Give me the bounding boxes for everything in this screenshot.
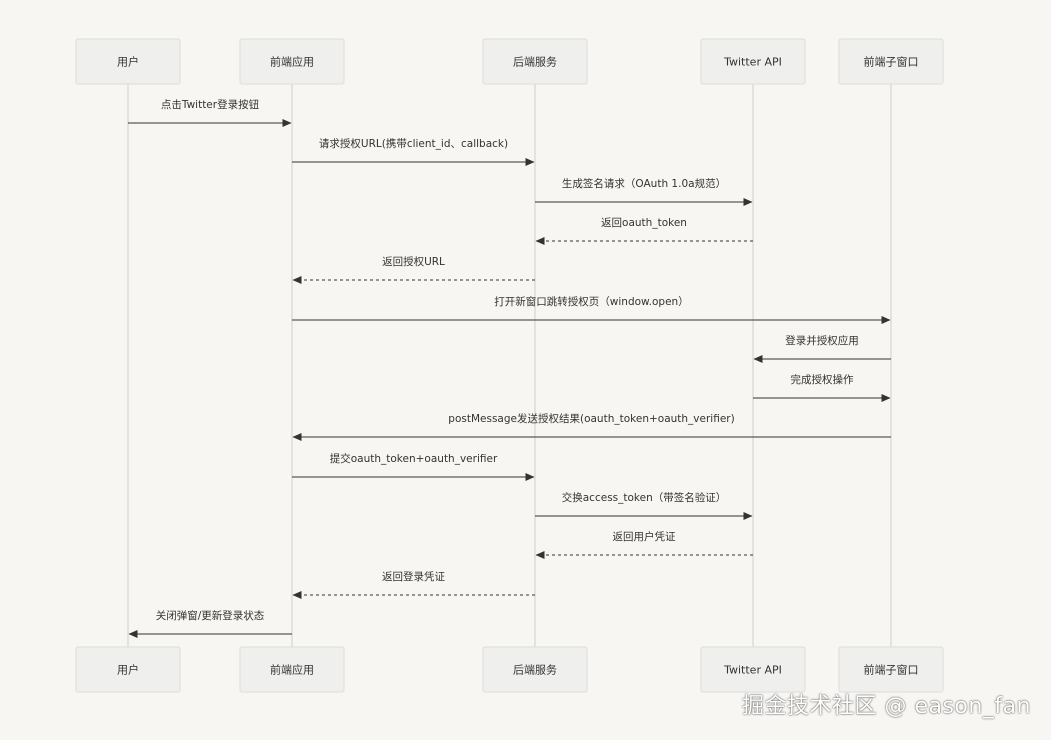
actor-frontend-top: 前端应用 [239, 38, 345, 85]
actor-label: 前端应用 [270, 55, 314, 69]
actor-box [482, 38, 588, 85]
actor-label: 前端子窗口 [864, 55, 919, 69]
actor-backend-bottom: 后端服务 [482, 646, 588, 693]
message-10: 提交oauth_token+oauth_verifier [292, 452, 535, 481]
message-12: 返回用户凭证 [535, 530, 753, 559]
message-label: 返回用户凭证 [613, 530, 676, 543]
actor-label: 后端服务 [513, 664, 557, 677]
message-label: 交换access_token（带签名验证） [562, 491, 727, 504]
actor-box [75, 646, 181, 693]
message-13: 返回登录凭证 [292, 570, 535, 599]
actor-box [838, 646, 944, 693]
actor-popup-top: 前端子窗口 [838, 38, 944, 85]
message-6: 打开新窗口跳转授权页（window.open） [292, 295, 891, 324]
message-label: postMessage发送授权结果(oauth_token+oauth_veri… [448, 412, 734, 425]
actor-backend-top: 后端服务 [482, 38, 588, 85]
actor-box [239, 38, 345, 85]
actor-label: Twitter API [723, 664, 782, 677]
actor-box [482, 646, 588, 693]
message-label: 点击Twitter登录按钮 [161, 98, 260, 111]
actor-label: Twitter API [723, 56, 782, 69]
actor-frontend-bottom: 前端应用 [239, 646, 345, 693]
message-label: 提交oauth_token+oauth_verifier [330, 452, 498, 465]
messages: 点击Twitter登录按钮请求授权URL(携带client_id、callbac… [128, 98, 891, 638]
message-11: 交换access_token（带签名验证） [535, 491, 753, 520]
actor-user-top: 用户 [75, 38, 181, 85]
message-8: 完成授权操作 [753, 373, 891, 402]
actor-label: 前端子窗口 [864, 663, 919, 677]
message-label: 返回oauth_token [601, 217, 687, 229]
message-1: 点击Twitter登录按钮 [128, 98, 292, 127]
watermark-text: 掘金技术社区 @ eason_fan [741, 694, 1031, 719]
message-4: 返回oauth_token [535, 217, 753, 245]
actor-label: 用户 [117, 663, 139, 677]
message-9: postMessage发送授权结果(oauth_token+oauth_veri… [292, 412, 891, 441]
message-2: 请求授权URL(携带client_id、callback) [292, 137, 535, 166]
message-label: 返回授权URL [382, 255, 445, 268]
actor-label: 用户 [117, 55, 139, 69]
message-label: 登录并授权应用 [785, 334, 859, 347]
message-label: 返回登录凭证 [382, 570, 445, 583]
actor-twitter-top: Twitter API [700, 38, 806, 85]
message-label: 关闭弹窗/更新登录状态 [156, 609, 265, 622]
message-3: 生成签名请求（OAuth 1.0a规范） [535, 177, 753, 206]
actor-twitter-bottom: Twitter API [700, 646, 806, 693]
actor-box [700, 38, 806, 85]
actor-label: 后端服务 [513, 56, 557, 69]
message-label: 打开新窗口跳转授权页（window.open） [494, 295, 688, 308]
actor-label: 前端应用 [270, 663, 314, 677]
message-5: 返回授权URL [292, 255, 535, 284]
message-label: 生成签名请求（OAuth 1.0a规范） [562, 177, 726, 190]
message-label: 请求授权URL(携带client_id、callback) [319, 137, 508, 150]
actor-box [700, 646, 806, 693]
actor-user-bottom: 用户 [75, 646, 181, 693]
actor-box [75, 38, 181, 85]
actor-popup-bottom: 前端子窗口 [838, 646, 944, 693]
actor-box [239, 646, 345, 693]
lifelines [127, 84, 892, 647]
message-14: 关闭弹窗/更新登录状态 [128, 609, 292, 638]
message-7: 登录并授权应用 [753, 334, 891, 363]
actor-box [838, 38, 944, 85]
message-label: 完成授权操作 [791, 373, 854, 386]
